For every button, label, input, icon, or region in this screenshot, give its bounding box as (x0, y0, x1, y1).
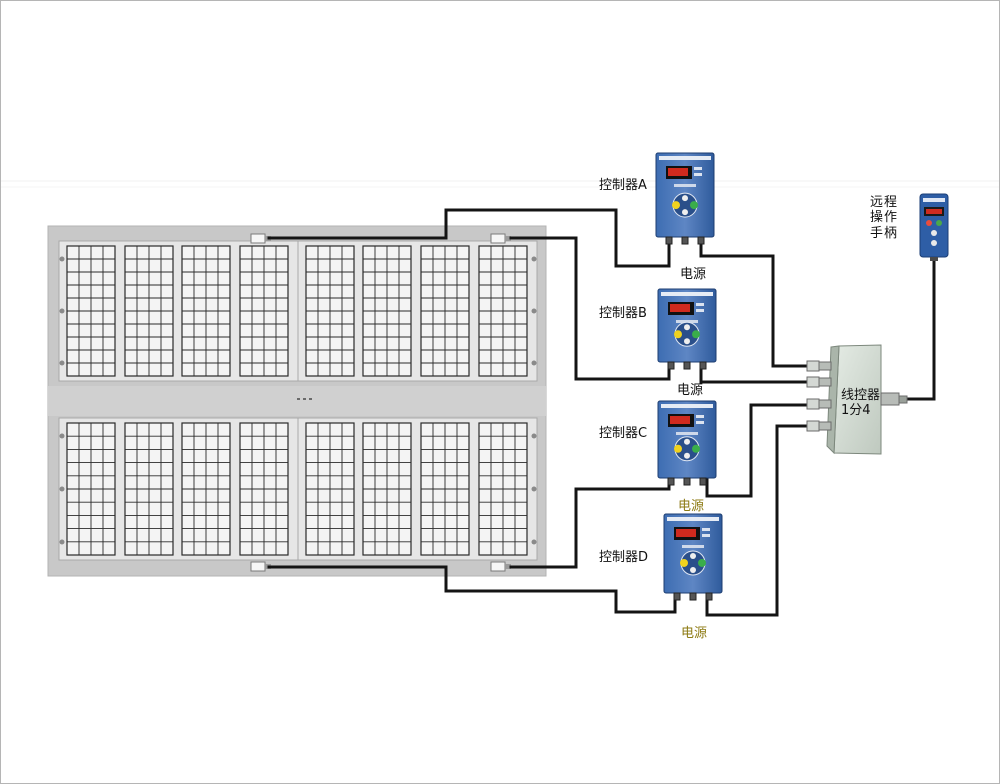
magnet-pole-grid (420, 245, 470, 377)
remote-handle-label: 远程操作手柄 (870, 195, 899, 241)
controller-unit-icon[interactable] (657, 288, 717, 370)
controller-b-power-label: 电源 (677, 383, 704, 398)
cable-wiring (267, 208, 936, 617)
remote-handle-icon[interactable] (919, 193, 949, 261)
controller-unit-icon[interactable] (655, 152, 715, 245)
controller-a-power-label: 电源 (680, 267, 707, 282)
magnet-pole-grid (66, 422, 116, 556)
controller-d-power-label: 电源 (681, 626, 708, 641)
magnet-pole-grid (239, 245, 289, 377)
magnetic-chuck-panel (47, 225, 547, 577)
magnet-pole-grid (124, 245, 174, 377)
controller-c-label: 控制器C (599, 426, 648, 441)
cable-connector-icon (490, 233, 511, 244)
magnet-pole-grid (181, 245, 231, 377)
controller-b-label: 控制器B (599, 306, 647, 321)
magnet-pole-grid (362, 245, 412, 377)
magnet-pole-grid (420, 422, 470, 556)
magnet-pole-grid (362, 422, 412, 556)
magnet-pole-grid (239, 422, 289, 556)
magnet-pole-grid (124, 422, 174, 556)
controller-a-label: 控制器A (599, 178, 647, 193)
controller-d-label: 控制器D (599, 550, 649, 565)
magnet-pole-grid (305, 422, 355, 556)
controller-unit-icon[interactable] (663, 513, 723, 601)
cable-connector-icon (490, 561, 511, 572)
magnet-pole-grid (478, 422, 528, 556)
magnet-pole-grid (181, 422, 231, 556)
controller-c-power-label: 电源 (678, 499, 705, 514)
magnet-pole-grid (478, 245, 528, 377)
magnet-pole-grid (305, 245, 355, 377)
magnet-pole-grid (66, 245, 116, 377)
splitter-box-icon[interactable] (806, 344, 908, 455)
controller-unit-icon[interactable] (657, 400, 717, 486)
splitter-label: 线控器 1分4 (841, 388, 881, 418)
